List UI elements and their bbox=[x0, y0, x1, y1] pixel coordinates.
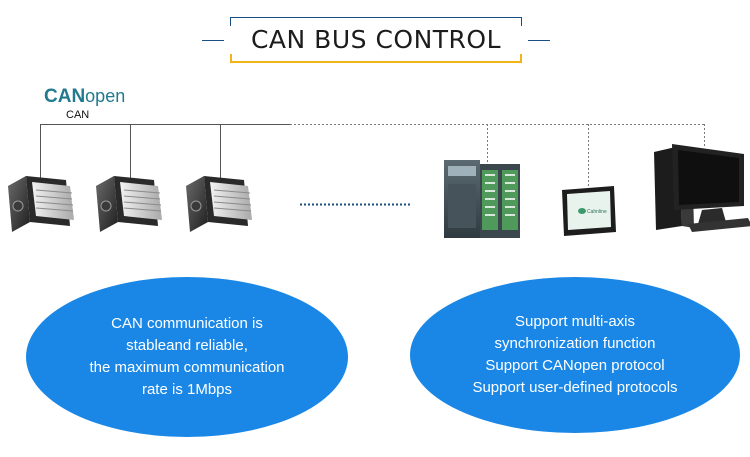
hmi-screen-text: Cahnline bbox=[587, 209, 607, 215]
plc-controller bbox=[444, 160, 520, 238]
info-bubble-left: CAN communication is stableand reliable,… bbox=[26, 277, 348, 437]
servo-motor-2 bbox=[96, 176, 162, 232]
page-title: CAN BUS CONTROL bbox=[250, 25, 502, 54]
bubble-right-line-1: Support multi-axis bbox=[514, 313, 636, 330]
title-frame: CAN BUS CONTROL bbox=[230, 17, 522, 63]
servo-motor-1 bbox=[8, 176, 74, 232]
bubble-right-line-2: synchronization function bbox=[494, 335, 656, 352]
logo-open: open bbox=[85, 86, 126, 106]
bubble-left-line-4: rate is 1Mbps bbox=[141, 381, 233, 398]
bubble-left-line-1: CAN communication is bbox=[111, 315, 263, 332]
bubble-left-line-2: stableand reliable, bbox=[126, 337, 248, 354]
title-left-line bbox=[202, 40, 224, 41]
bubble-right-line-3: Support CANopen protocol bbox=[485, 357, 665, 374]
logo-can: CAN bbox=[44, 86, 86, 107]
can-bus-label: CAN bbox=[66, 109, 90, 121]
computer bbox=[654, 144, 750, 232]
hmi-panel: Cahnline bbox=[562, 186, 616, 236]
bus-line-dotted bbox=[290, 124, 705, 186]
bus-line-solid bbox=[40, 124, 290, 182]
servo-motor-3 bbox=[186, 176, 252, 232]
title-right-line bbox=[528, 40, 550, 41]
bubble-left-line-3: the maximum communication bbox=[89, 359, 285, 376]
bubble-right-line-4: Support user-defined protocols bbox=[472, 379, 678, 396]
bus-diagram: Cahnline bbox=[8, 124, 750, 238]
canopen-logo: CANopen bbox=[44, 86, 125, 108]
info-bubble-right: Support multi-axis synchronization funct… bbox=[410, 277, 740, 433]
